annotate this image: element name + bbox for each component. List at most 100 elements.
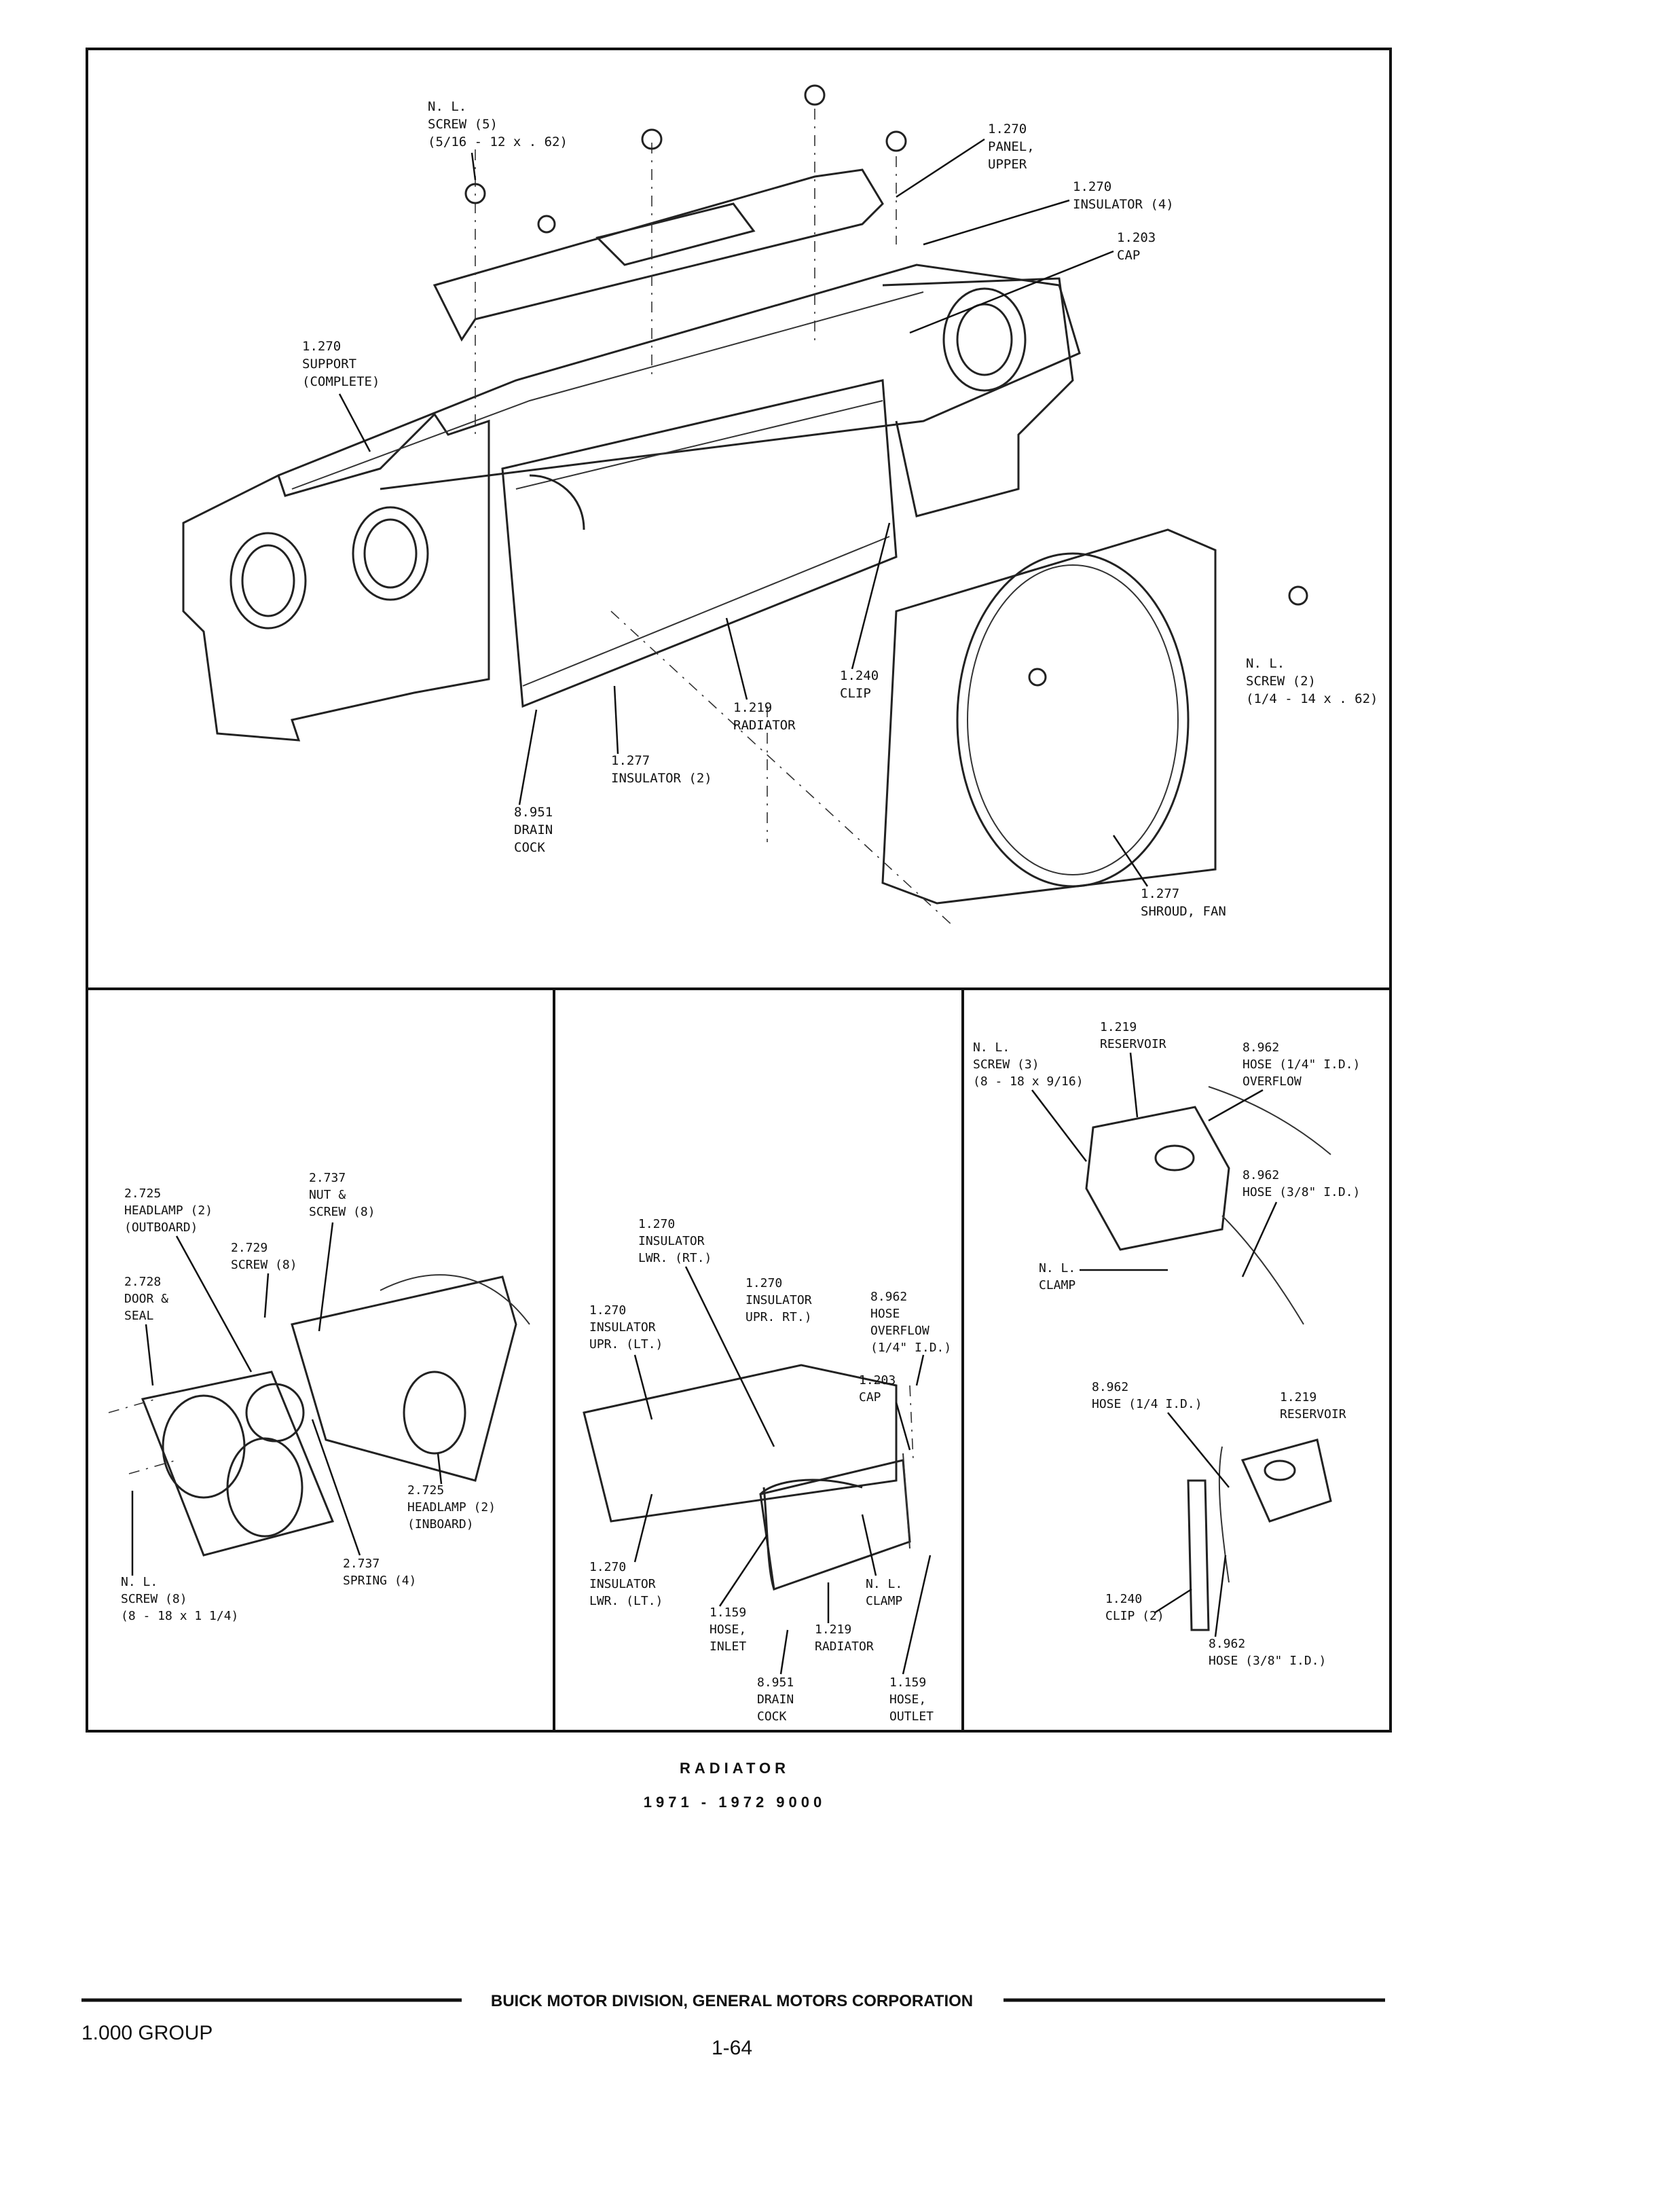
- svg-text:8.951: 8.951: [757, 1675, 794, 1690]
- svg-text:(5/16 - 12 x . 62): (5/16 - 12 x . 62): [428, 134, 568, 149]
- label-hose-overflow-r: 8.962 HOSE (1/4" I.D.) OVERFLOW: [1208, 1040, 1360, 1122]
- label-support: 1.270 SUPPORT (COMPLETE): [302, 339, 380, 452]
- svg-text:8.951: 8.951: [514, 805, 553, 820]
- svg-text:2.737: 2.737: [343, 1557, 380, 1571]
- svg-text:LWR. (RT.): LWR. (RT.): [638, 1251, 712, 1265]
- svg-text:CLAMP: CLAMP: [1039, 1278, 1075, 1292]
- svg-text:CLAMP: CLAMP: [866, 1594, 902, 1608]
- svg-text:(8 - 18 x 9/16): (8 - 18 x 9/16): [973, 1074, 1084, 1089]
- svg-text:SCREW (2): SCREW (2): [1246, 674, 1316, 689]
- label-nut-screw: 2.737 NUT & SCREW (8): [309, 1171, 375, 1332]
- svg-text:HOSE (3/8" I.D.): HOSE (3/8" I.D.): [1243, 1185, 1360, 1199]
- svg-text:8.962: 8.962: [1092, 1380, 1128, 1394]
- label-headlamp-inboard: 2.725 HEADLAMP (2) (INBOARD): [407, 1453, 496, 1531]
- footer-group: 1.000 GROUP: [81, 2022, 213, 2044]
- diagram-frame: [86, 48, 1392, 1733]
- svg-text:INLET: INLET: [710, 1639, 746, 1654]
- svg-text:PANEL,: PANEL,: [988, 139, 1035, 154]
- svg-text:1.277: 1.277: [611, 753, 650, 768]
- label-door-seal: 2.728 DOOR & SEAL: [124, 1275, 168, 1386]
- label-screw-shroud: N. L. SCREW (2) (1/4 - 14 x . 62): [1246, 656, 1378, 706]
- svg-text:8.962: 8.962: [1243, 1168, 1279, 1182]
- svg-text:SCREW (8): SCREW (8): [309, 1205, 375, 1219]
- label-reservoir-low: 1.219 RESERVOIR: [1280, 1390, 1346, 1421]
- label-clamp-c: N. L. CLAMP: [861, 1514, 902, 1608]
- label-hose-38-low: 8.962 HOSE (3/8" I.D.): [1209, 1555, 1326, 1668]
- svg-text:(INBOARD): (INBOARD): [407, 1517, 474, 1531]
- svg-text:UPPER: UPPER: [988, 157, 1027, 172]
- svg-text:1.270: 1.270: [746, 1276, 782, 1290]
- svg-text:N. L.: N. L.: [1246, 656, 1285, 671]
- footer-corporation: BUICK MOTOR DIVISION, GENERAL MOTORS COR…: [491, 1992, 973, 2010]
- svg-text:DRAIN: DRAIN: [514, 822, 553, 837]
- svg-text:SCREW (8): SCREW (8): [121, 1592, 187, 1606]
- label-drain-c: 8.951 DRAIN COCK: [757, 1629, 794, 1724]
- svg-text:1.219: 1.219: [1100, 1020, 1137, 1034]
- svg-text:HOSE (1/4" I.D.): HOSE (1/4" I.D.): [1243, 1057, 1360, 1072]
- svg-text:2.737: 2.737: [309, 1171, 346, 1185]
- svg-text:CAP: CAP: [859, 1390, 881, 1404]
- svg-text:HOSE,: HOSE,: [889, 1692, 926, 1707]
- figure-title: RADIATOR: [680, 1760, 790, 1777]
- svg-text:2.725: 2.725: [407, 1483, 444, 1498]
- svg-text:INSULATOR (4): INSULATOR (4): [1073, 197, 1174, 212]
- label-drain-cock: 8.951 DRAIN COCK: [514, 709, 553, 855]
- label-screw-3: N. L. SCREW (3) (8 - 18 x 9/16): [973, 1040, 1087, 1162]
- svg-text:N. L.: N. L.: [866, 1577, 902, 1591]
- svg-text:UPR. (LT.): UPR. (LT.): [589, 1337, 663, 1352]
- label-hose-14-low: 8.962 HOSE (1/4 I.D.): [1092, 1380, 1230, 1488]
- radiator-core-illustration: [583, 1364, 914, 1591]
- svg-text:DOOR &: DOOR &: [124, 1292, 168, 1306]
- svg-text:SCREW (8): SCREW (8): [231, 1258, 297, 1272]
- svg-text:1.159: 1.159: [710, 1606, 746, 1620]
- label-shroud: 1.277 SHROUD, FAN: [1112, 835, 1226, 919]
- page-footer: BUICK MOTOR DIVISION, GENERAL MOTORS COR…: [81, 1992, 1385, 2059]
- svg-text:1.219: 1.219: [1280, 1390, 1317, 1404]
- svg-text:RADIATOR: RADIATOR: [815, 1639, 874, 1654]
- svg-text:(COMPLETE): (COMPLETE): [302, 374, 380, 389]
- label-spring: 2.737 SPRING (4): [311, 1419, 416, 1588]
- svg-text:N. L.: N. L.: [1039, 1261, 1075, 1275]
- svg-text:(1/4 - 14 x . 62): (1/4 - 14 x . 62): [1246, 691, 1378, 706]
- svg-text:SCREW (5): SCREW (5): [428, 117, 498, 132]
- svg-text:2.728: 2.728: [124, 1275, 161, 1289]
- svg-text:HOSE (1/4 I.D.): HOSE (1/4 I.D.): [1092, 1397, 1202, 1411]
- svg-text:1.277: 1.277: [1141, 886, 1179, 901]
- headlamp-illustration: [108, 1274, 530, 1557]
- svg-text:1.270: 1.270: [589, 1303, 626, 1318]
- svg-text:HOSE (3/8" I.D.): HOSE (3/8" I.D.): [1209, 1654, 1326, 1668]
- svg-text:SPRING (4): SPRING (4): [343, 1574, 416, 1588]
- label-ins-lwr-lt: 1.270 INSULATOR LWR. (LT.): [589, 1493, 663, 1608]
- label-screw-nl: N. L. SCREW (8) (8 - 18 x 1 1/4): [121, 1491, 238, 1623]
- label-insulator-upper: 1.270 INSULATOR (4): [923, 179, 1174, 246]
- label-ins-upr-lt: 1.270 INSULATOR UPR. (LT.): [589, 1303, 663, 1420]
- label-ins-upr-rt: 1.270 INSULATOR UPR. RT.): [746, 1276, 812, 1324]
- footer-page-number: 1-64: [712, 2037, 752, 2059]
- svg-text:N. L.: N. L.: [973, 1040, 1010, 1055]
- radiator-support-illustration: [182, 84, 1308, 924]
- svg-text:1.240: 1.240: [840, 668, 879, 683]
- svg-text:SCREW (3): SCREW (3): [973, 1057, 1039, 1072]
- svg-text:INSULATOR: INSULATOR: [589, 1577, 656, 1591]
- svg-text:CLIP (2): CLIP (2): [1105, 1609, 1164, 1623]
- svg-text:OUTLET: OUTLET: [889, 1709, 934, 1724]
- svg-text:(1/4" I.D.): (1/4" I.D.): [870, 1341, 951, 1355]
- label-radiator-c: 1.219 RADIATOR: [815, 1582, 874, 1654]
- label-reservoir-top: 1.219 RESERVOIR: [1100, 1020, 1166, 1118]
- svg-text:(8 - 18 x 1 1/4): (8 - 18 x 1 1/4): [121, 1609, 238, 1623]
- svg-text:COCK: COCK: [757, 1709, 787, 1724]
- svg-text:8.962: 8.962: [1209, 1637, 1245, 1651]
- svg-text:8.962: 8.962: [1243, 1040, 1279, 1055]
- svg-text:SHROUD, FAN: SHROUD, FAN: [1141, 904, 1226, 919]
- svg-text:1.270: 1.270: [638, 1217, 675, 1231]
- svg-text:1.159: 1.159: [889, 1675, 926, 1690]
- svg-text:1.219: 1.219: [733, 700, 772, 715]
- svg-text:1.240: 1.240: [1105, 1592, 1142, 1606]
- label-panel-upper: 1.270 PANEL, UPPER: [896, 122, 1035, 198]
- svg-text:DRAIN: DRAIN: [757, 1692, 794, 1707]
- label-ins-lwr-rt: 1.270 INSULATOR LWR. (RT.): [638, 1217, 775, 1447]
- label-cap-c: 1.203 CAP: [859, 1373, 911, 1451]
- svg-text:1.270: 1.270: [589, 1560, 626, 1574]
- svg-text:SUPPORT: SUPPORT: [302, 357, 356, 371]
- svg-text:HEADLAMP (2): HEADLAMP (2): [124, 1203, 213, 1218]
